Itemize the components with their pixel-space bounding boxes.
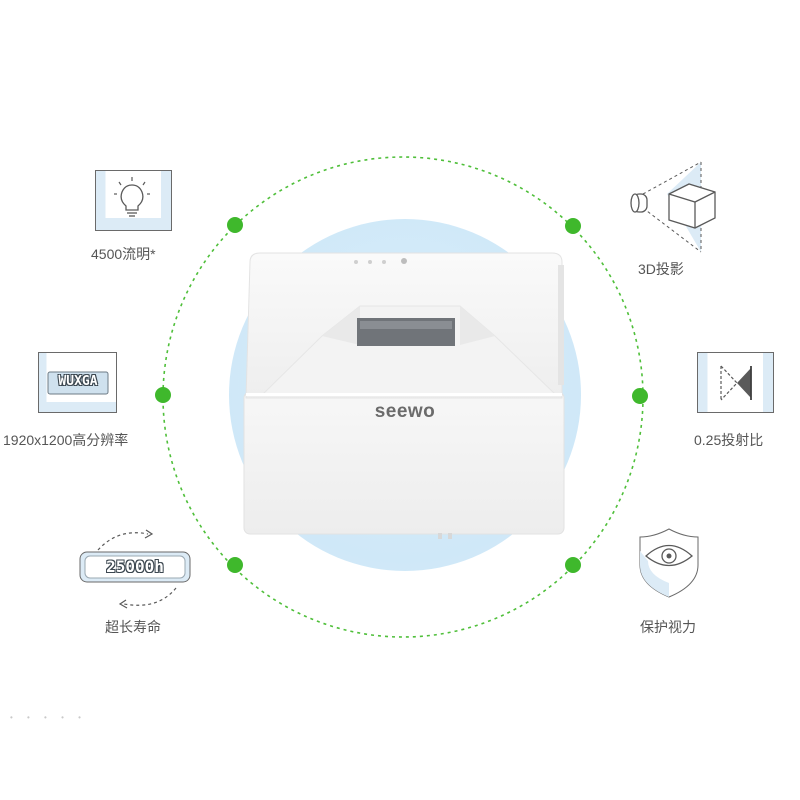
throw-ratio-icon [697,352,775,419]
decorative-dots: • • • • • [10,713,87,722]
ring-node-lifespan [227,557,243,573]
ring-node-eye-care [565,557,581,573]
ring-node-throw-ratio [632,388,648,404]
feature-label-brightness: 4500流明* [91,246,156,262]
feature-label-eye-care: 保护视力 [640,619,696,635]
feature-label-throw-ratio: 0.25投射比 [694,432,764,448]
brand-logo: seewo [374,401,436,422]
ring-node-brightness [227,217,243,233]
eye-shield-icon [638,527,700,604]
ring-node-resolution [155,387,171,403]
feature-label-3d: 3D投影 [638,261,684,277]
3d-cube-projection-icon [625,158,725,259]
lamp-life-icon: 25000h [78,526,196,617]
lightbulb-icon [95,170,173,237]
wuxga-badge-text: WUXGA [58,374,98,389]
feature-label-resolution: 1920x1200高分辨率 [3,432,129,448]
feature-label-lifespan: 超长寿命 [105,619,161,635]
ring-node-3d [565,218,581,234]
lifespan-badge-text: 25000h [106,557,164,576]
wuxga-badge-icon: WUXGA [38,352,118,419]
